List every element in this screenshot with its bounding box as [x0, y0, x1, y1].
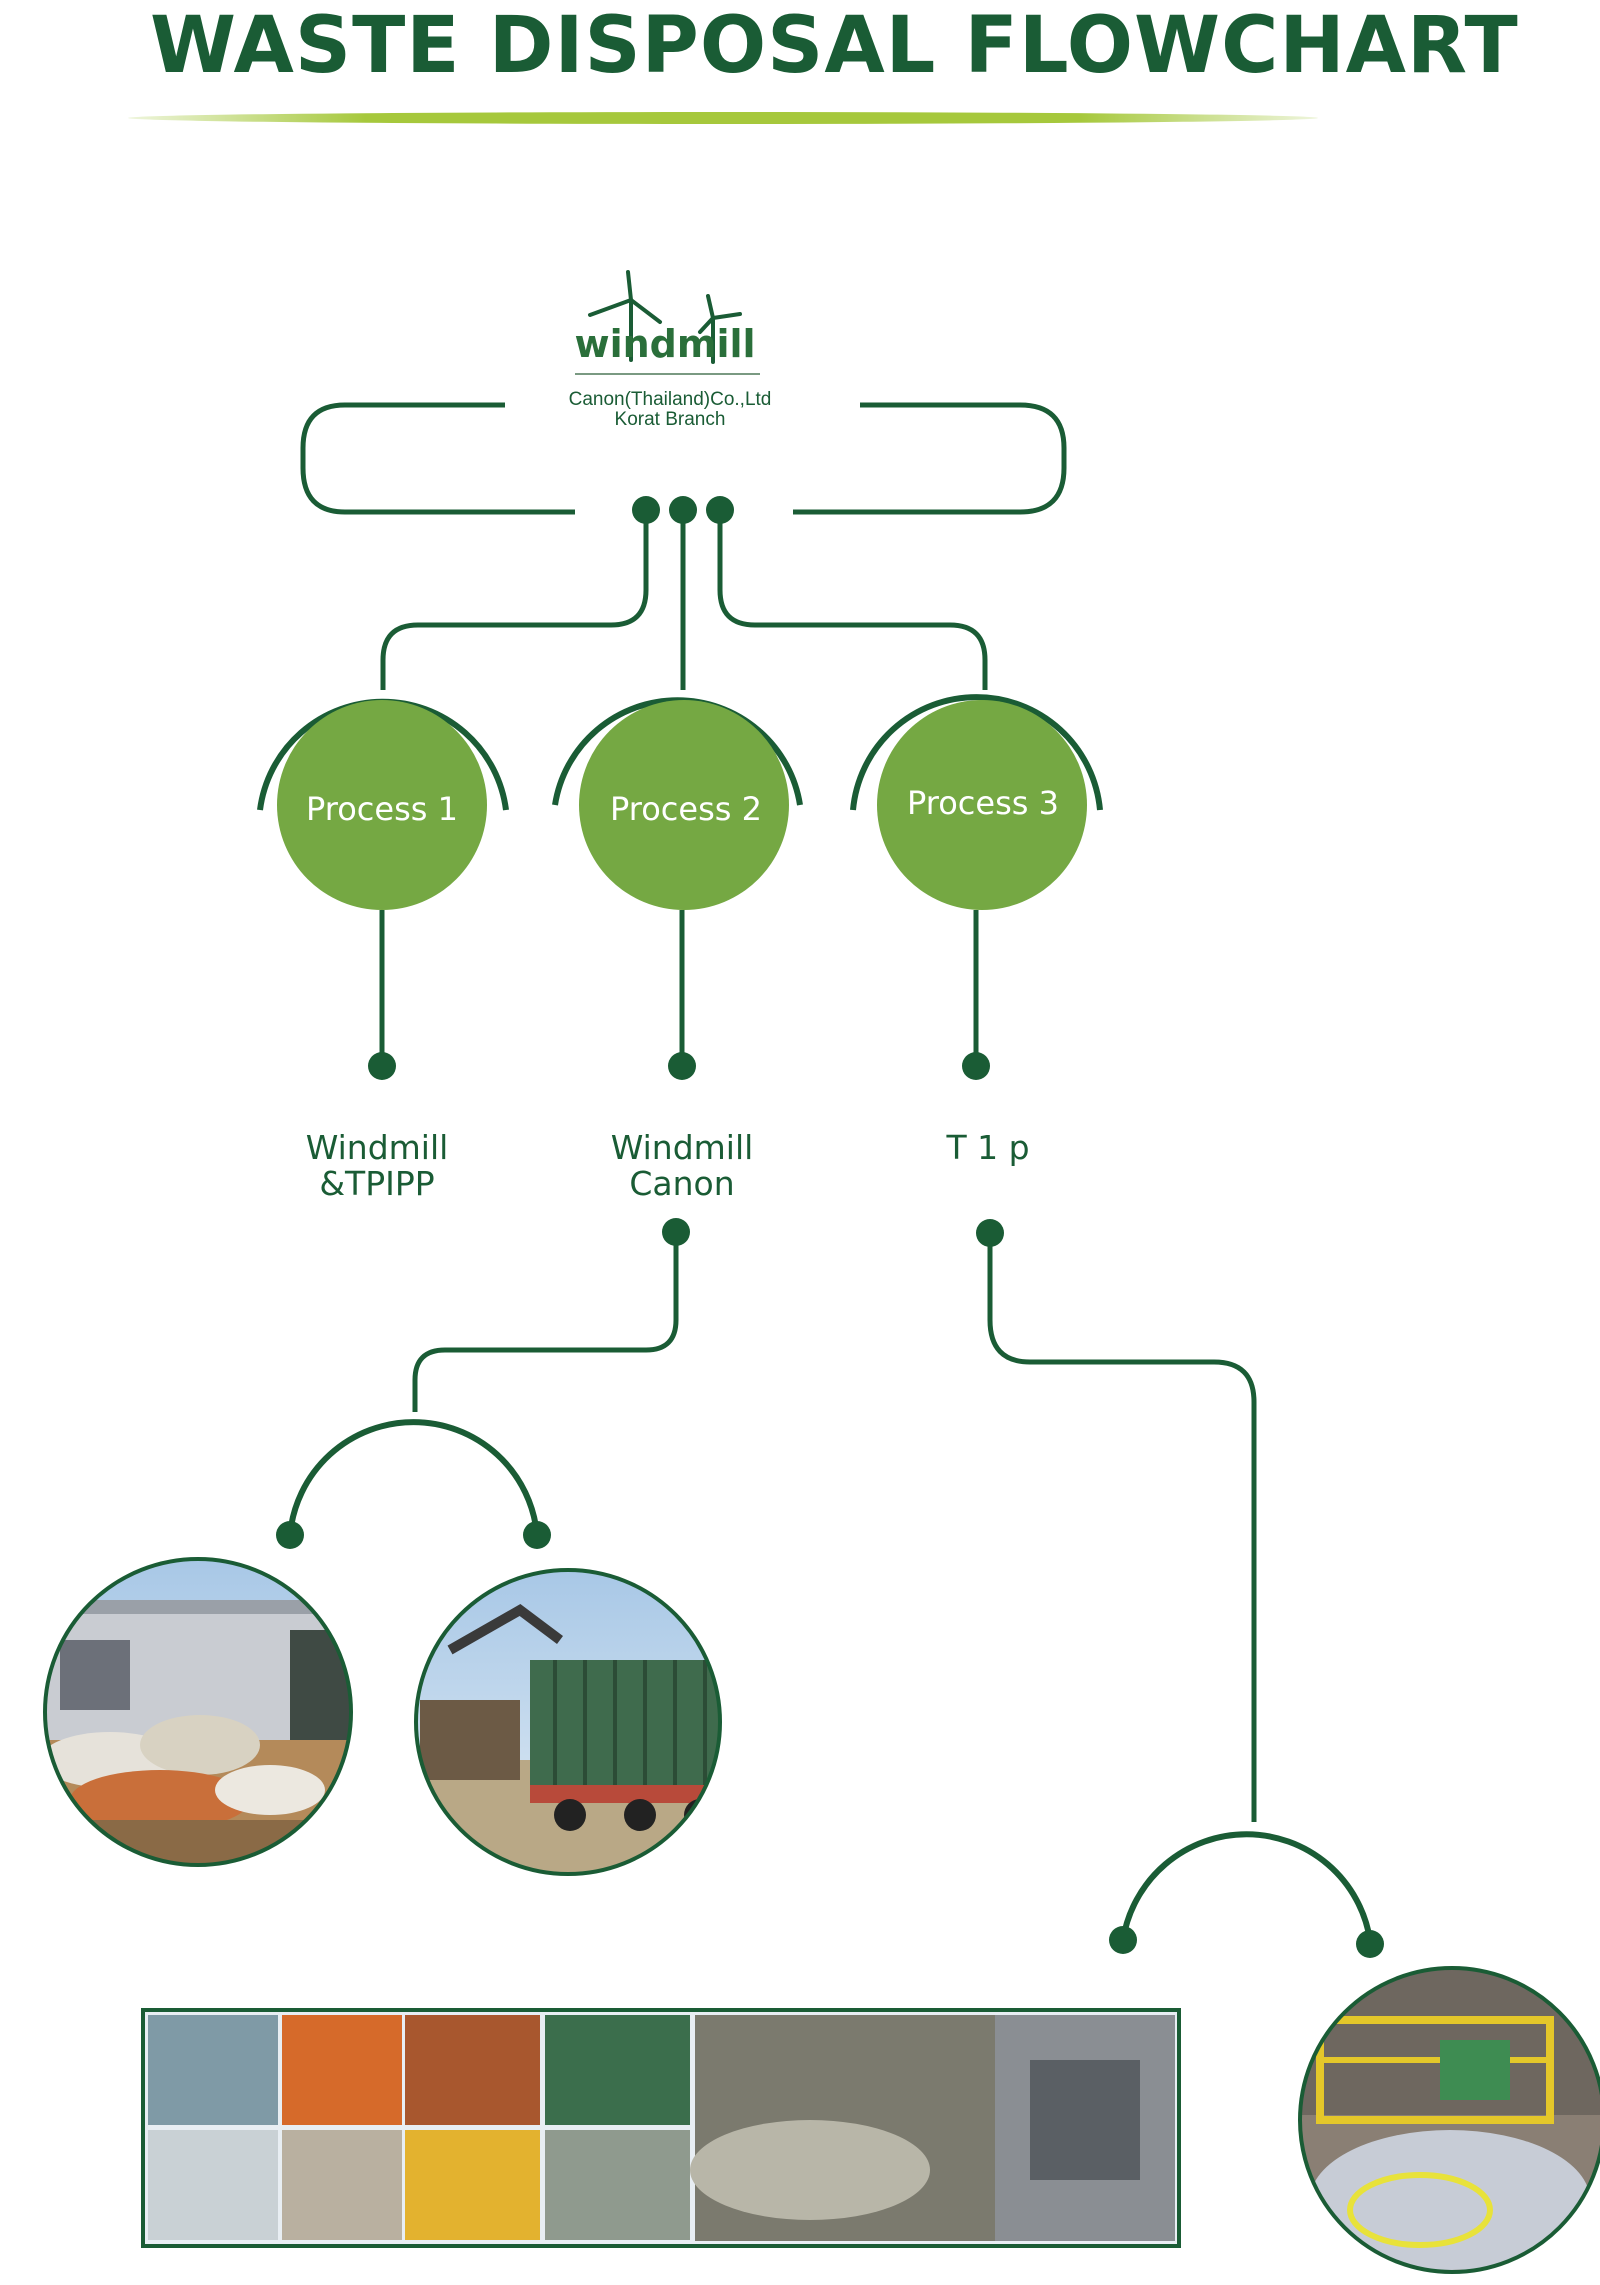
process-1-label: Process 1	[306, 790, 458, 828]
destination-3: T 1 p	[858, 1130, 1118, 1166]
destination-1-line-1: Windmill	[305, 1128, 449, 1167]
process-end-dots	[368, 1052, 990, 1080]
logo-brand: windmill	[574, 322, 756, 366]
title-underline	[128, 112, 1318, 124]
destination-2-line-1: Windmill	[610, 1128, 754, 1167]
destination-3-line-1: T 1 p	[946, 1128, 1030, 1167]
process-connectors	[379, 910, 979, 1065]
page-title: WASTE DISPOSAL FLOWCHART	[150, 1, 1519, 91]
canon-branch	[276, 1218, 690, 1549]
photo-warehouse-waste	[43, 1557, 353, 1867]
company-line-2: Korat Branch	[614, 409, 726, 430]
photo-truck-loading	[414, 1568, 722, 1876]
process-1-circle	[277, 700, 487, 910]
destination-1-line-2: &TPIPP	[319, 1164, 435, 1203]
company-name: Canon(Thailand)Co.,Ltd Korat Branch	[520, 390, 820, 430]
process-3-label: Process 3	[907, 784, 1059, 822]
company-line-1: Canon(Thailand)Co.,Ltd	[568, 389, 772, 410]
process-3-circle	[877, 700, 1087, 910]
windmill-logo-icon	[588, 270, 742, 364]
top-bracket	[300, 402, 1067, 515]
destination-2-line-2: Canon	[629, 1164, 735, 1203]
branch-lines	[380, 510, 988, 690]
process-2-circle	[579, 700, 789, 910]
photo-collage-strip	[141, 2008, 1181, 2248]
t1p-branch	[976, 1219, 1384, 1958]
process-2-label: Process 2	[610, 790, 762, 828]
photo-incinerator	[1298, 1966, 1600, 2274]
destination-1: Windmill &TPIPP	[247, 1130, 507, 1202]
destination-2: Windmill Canon	[552, 1130, 812, 1202]
